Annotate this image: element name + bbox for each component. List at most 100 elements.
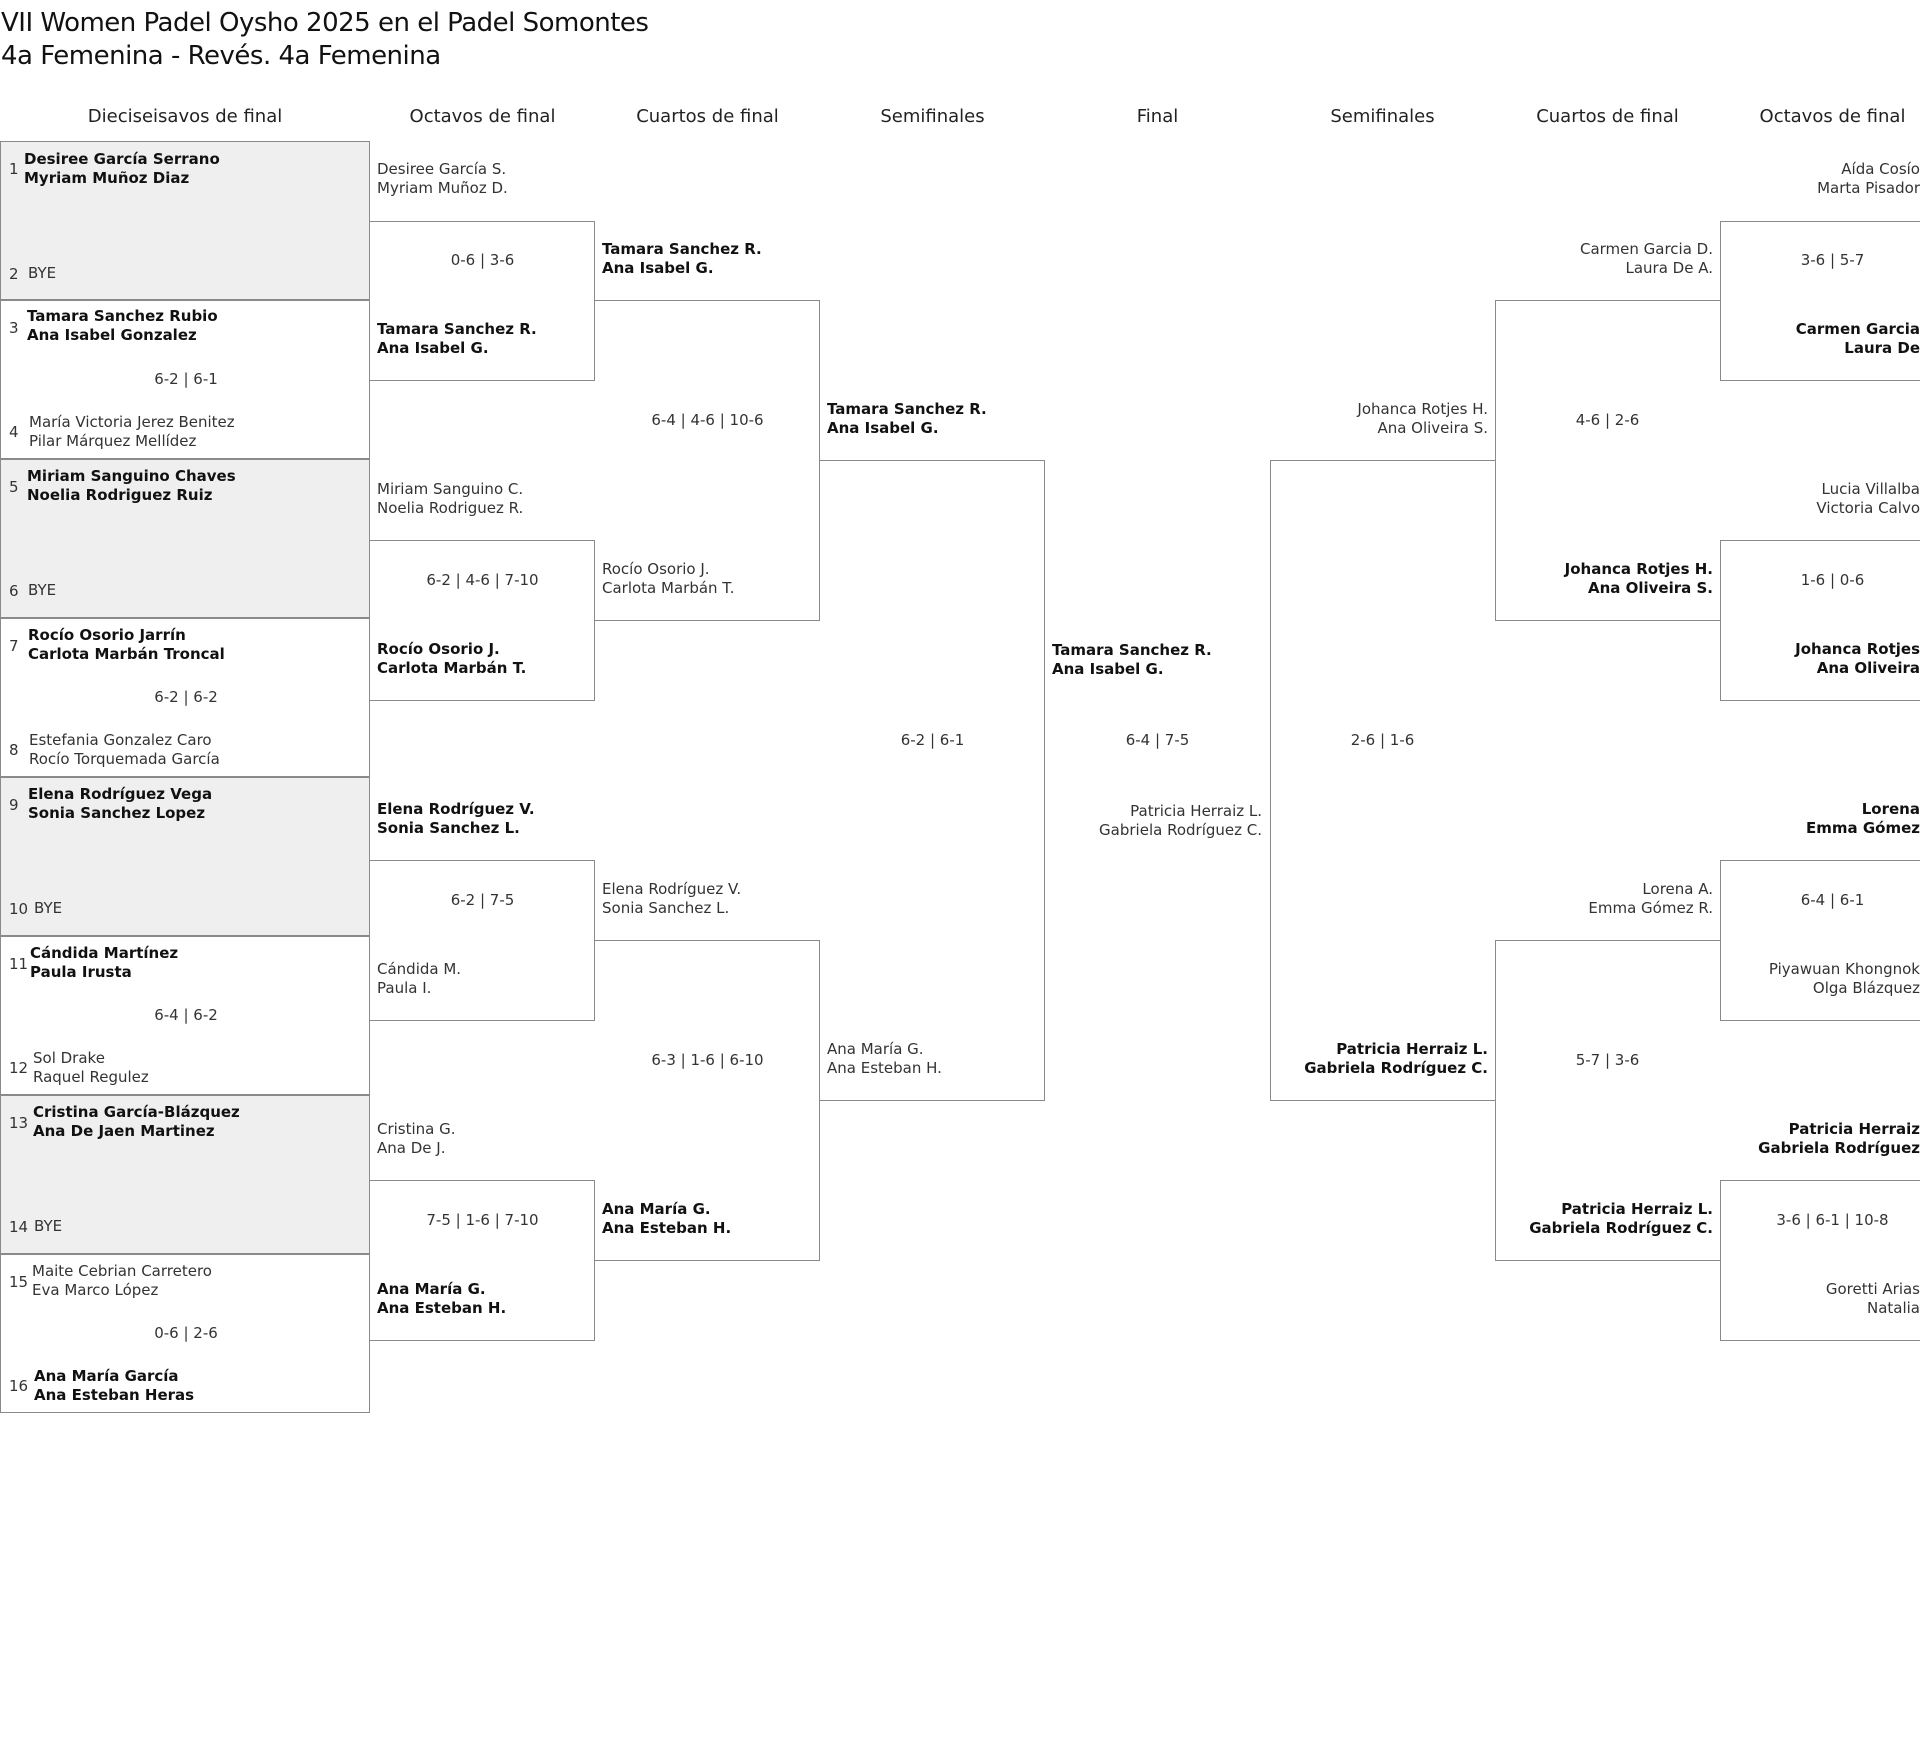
bracket-connector (1720, 1180, 1920, 1341)
match-score: 6-4 | 7-5 (1125, 731, 1190, 749)
team-entry: Elena Rodríguez V. Sonia Sanchez L. (602, 880, 741, 918)
player-name: Emma Gómez (1805, 819, 1920, 837)
champion-entry: Tamara Sanchez R. Ana Isabel G. (1052, 641, 1212, 679)
r32-match-2: 3 Tamara Sanchez Rubio Ana Isabel Gonzal… (0, 300, 370, 459)
player-name: Gabriela Rodríguez C. (1304, 1059, 1488, 1077)
player-name: Carlota Marbán Troncal (28, 645, 225, 663)
player-name: Rocío Osorio Jarrín (28, 626, 186, 644)
player-name: Tamara Sanchez R. (1052, 641, 1212, 659)
player-name: Ana Oliveira S. (1587, 579, 1713, 597)
round-header-r16-right: Octavos de final (1759, 106, 1906, 127)
bye-label: BYE (28, 264, 57, 282)
seed-number: 15 (9, 1273, 29, 1291)
team-entry: Tamara Sanchez R. Ana Isabel G. (602, 240, 762, 278)
player-name: María Victoria Jerez Benitez (29, 413, 235, 431)
team-entry: Tamara Sanchez R. Ana Isabel G. (377, 320, 537, 358)
team-entry: Rocío Osorio J. Carlota Marbán T. (377, 640, 526, 678)
round-header-qf-left: Cuartos de final (636, 106, 779, 127)
player-name: Lorena A. (1642, 880, 1713, 898)
match-score: 6-2 | 6-2 (154, 688, 218, 706)
bracket-connector (595, 940, 820, 1261)
team-entry: Rocío Osorio J. Carlota Marbán T. (602, 560, 734, 598)
player-name: Patricia Herraiz L. (1130, 802, 1262, 820)
team-entry: Miriam Sanguino C. Noelia Rodriguez R. (377, 480, 523, 518)
player-name: Tamara Sanchez R. (602, 240, 762, 258)
seed-number: 16 (9, 1377, 29, 1395)
match-score: 6-2 | 7-5 (450, 891, 515, 909)
match-score: 0-6 | 3-6 (450, 251, 515, 269)
team-entry: Miriam Sanguino Chaves Noelia Rodriguez … (27, 467, 236, 505)
r32-match-7: 13 Cristina García-Blázquez Ana De Jaen … (0, 1095, 370, 1254)
player-name: Ana María G. (377, 1280, 486, 1298)
round-header-qf-right: Cuartos de final (1536, 106, 1679, 127)
team-entry: Patricia Herraiz L. Gabriela Rodríguez C… (1304, 1040, 1488, 1078)
bracket-connector (370, 540, 595, 701)
player-name: Ana Isabel Gonzalez (27, 326, 197, 344)
team-entry: Lorena Emma Gómez (1806, 800, 1920, 838)
seed-number: 8 (9, 741, 19, 759)
player-name: Gabriela Rodríguez C. (1529, 1219, 1713, 1237)
player-name: Johanca Rotjes H. (1564, 560, 1713, 578)
team-entry: Tamara Sanchez Rubio Ana Isabel Gonzalez (27, 307, 218, 345)
player-name: Ana Isabel G. (827, 419, 939, 437)
player-name: Carmen Garcia (1795, 320, 1920, 338)
match-score: 5-7 | 3-6 (1575, 1051, 1640, 1069)
page-title: VII Women Padel Oysho 2025 en el Padel S… (1, 8, 649, 38)
player-name: Ana Esteban Heras (34, 1386, 195, 1404)
player-name: Gabriela Rodríguez (1758, 1139, 1920, 1157)
seed-number: 7 (9, 637, 19, 655)
player-name: Sonia Sanchez L. (602, 899, 730, 917)
seed-number: 3 (9, 319, 19, 337)
match-score: 6-4 | 6-1 (1800, 891, 1865, 909)
team-entry: Desiree García S. Myriam Muñoz D. (377, 160, 508, 198)
player-name: Raquel Regulez (33, 1068, 149, 1086)
team-entry: Cándida Martínez Paula Irusta (30, 944, 178, 982)
player-name: Rocío Torquemada García (29, 750, 220, 768)
player-name: Ana Oliveira (1816, 659, 1920, 677)
match-score: 6-3 | 1-6 | 6-10 (651, 1051, 764, 1069)
team-entry: Tamara Sanchez R. Ana Isabel G. (827, 400, 987, 438)
bracket-connector (1270, 460, 1495, 1101)
match-score: 7-5 | 1-6 | 7-10 (426, 1211, 539, 1229)
player-name: Myriam Muñoz D. (377, 179, 508, 197)
player-name: Miriam Sanguino Chaves (27, 467, 236, 485)
team-entry: Cándida M. Paula I. (377, 960, 461, 998)
team-entry: Ana María G. Ana Esteban H. (377, 1280, 506, 1318)
player-name: Aída Cosío (1841, 160, 1920, 178)
player-name: Ana Esteban H. (827, 1059, 942, 1077)
player-name: Gabriela Rodríguez C. (1099, 821, 1262, 839)
seed-number: 12 (9, 1059, 29, 1077)
round-header-sf-right: Semifinales (1330, 106, 1435, 127)
player-name: Carmen Garcia D. (1579, 240, 1713, 258)
player-name: Patricia Herraiz (1788, 1120, 1920, 1138)
player-name: Sol Drake (33, 1049, 105, 1067)
team-entry: Lorena A. Emma Gómez R. (1588, 880, 1713, 918)
player-name: Paula I. (377, 979, 432, 997)
player-name: Rocío Osorio J. (377, 640, 500, 658)
player-name: Ana María G. (602, 1200, 711, 1218)
match-score: 6-2 | 4-6 | 7-10 (426, 571, 539, 589)
seed-number: 1 (9, 160, 19, 178)
seed-number: 9 (9, 796, 19, 814)
player-name: Ana De J. (377, 1139, 446, 1157)
player-name: Cándida Martínez (30, 944, 179, 962)
player-name: Maite Cebrian Carretero (32, 1262, 212, 1280)
r32-match-3: 5 Miriam Sanguino Chaves Noelia Rodrigue… (0, 459, 370, 618)
player-name: Desiree García S. (377, 160, 507, 178)
player-name: Olga Blázquez (1812, 979, 1920, 997)
player-name: Carlota Marbán T. (602, 579, 735, 597)
player-name: Paula Irusta (30, 963, 132, 981)
bye-label: BYE (34, 899, 63, 917)
round-header-r32: Dieciseisavos de final (87, 106, 283, 127)
player-name: Johanca Rotjes H. (1357, 400, 1488, 418)
page-subtitle: 4a Femenina - Revés. 4a Femenina (1, 41, 441, 71)
team-entry: Ana María G. Ana Esteban H. (827, 1040, 942, 1078)
seed-number: 14 (9, 1218, 29, 1236)
team-entry: Ana María G. Ana Esteban H. (602, 1200, 731, 1238)
team-entry: Carmen Garcia D. Laura De A. (1580, 240, 1713, 278)
player-name: Laura De A. (1625, 259, 1714, 277)
team-entry: Johanca Rotjes H. Ana Oliveira S. (1357, 400, 1488, 438)
player-name: Lucia Villalba (1821, 480, 1920, 498)
player-name: Rocío Osorio J. (602, 560, 710, 578)
player-name: Piyawuan Khongnok (1768, 960, 1920, 978)
